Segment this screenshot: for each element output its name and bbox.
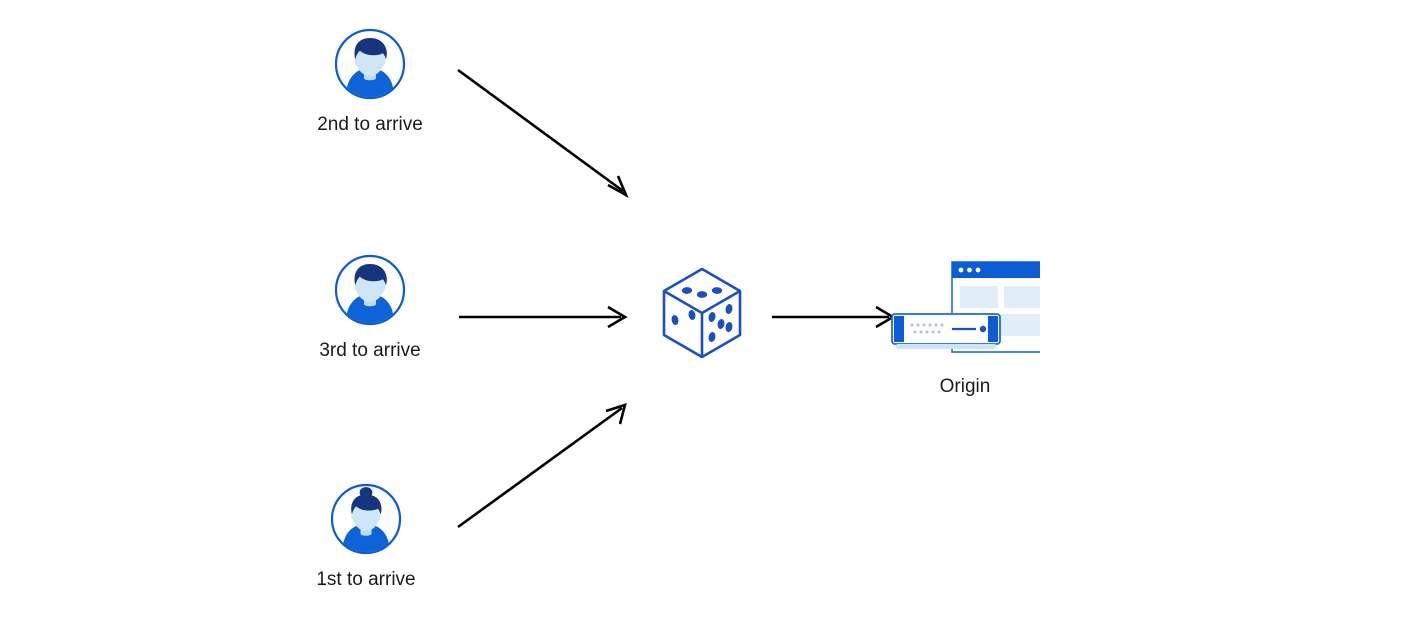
arrow-bottom-to-balancer (457, 403, 627, 529)
dice-icon (658, 265, 746, 361)
client-label-middle: 3rd to arrive (319, 340, 421, 361)
client-node-top: 2nd to arrive (290, 28, 450, 136)
client-label-bottom: 1st to arrive (316, 569, 416, 590)
load-balancer-node (658, 265, 746, 373)
arrow-top-to-balancer (457, 68, 629, 198)
user-avatar-icon (330, 483, 402, 555)
client-node-bottom: 1st to arrive (286, 483, 446, 591)
origin-label: Origin (939, 376, 991, 397)
origin-node: Origin (865, 258, 1065, 398)
server-device-icon (891, 313, 1001, 349)
client-node-middle: 3rd to arrive (290, 254, 450, 362)
user-avatar-icon (334, 28, 406, 100)
arrow-middle-to-balancer (459, 305, 628, 329)
user-avatar-icon (334, 254, 406, 326)
origin-server-icon (890, 258, 1040, 360)
client-label-top: 2nd to arrive (317, 114, 423, 135)
